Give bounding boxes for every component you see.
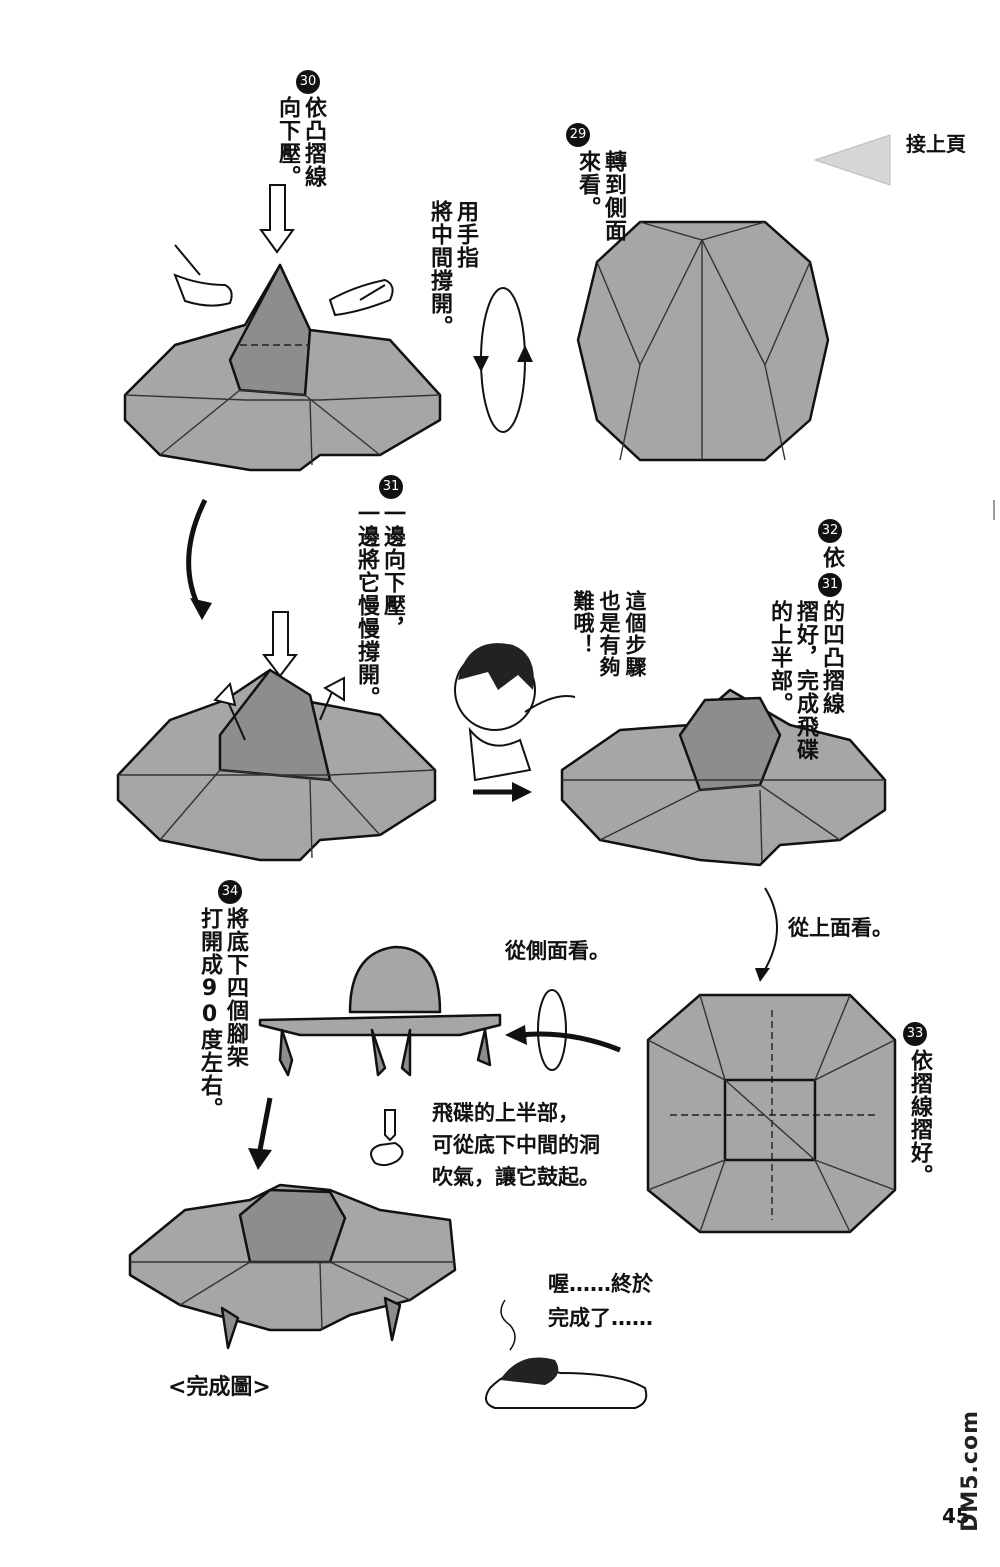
step29-figure xyxy=(576,220,830,462)
step-number-29: 29 xyxy=(566,123,590,147)
step31-figure xyxy=(116,611,437,862)
final-figure xyxy=(128,1183,457,1350)
step30-figure xyxy=(123,184,442,472)
rotate-arrow-icon xyxy=(473,287,533,433)
step29-caption: 29 xyxy=(566,123,590,150)
step32-text-b: 的凹凸摺線 摺好，完成飛碟 的上半部。 xyxy=(767,600,844,761)
continue-arrow-icon xyxy=(813,134,891,186)
step-number-31: 31 xyxy=(379,475,403,499)
view-from-top-note: 從上面看。 xyxy=(788,916,893,940)
step29-text: 轉到側面 來看。 xyxy=(575,150,626,242)
step-number-31-ref: 31 xyxy=(818,573,842,597)
view-from-side-note: 從側面看。 xyxy=(505,939,610,963)
curve-arrow-icon xyxy=(186,498,208,612)
curve-arrowhead-icon xyxy=(190,598,212,620)
page-number: 45 xyxy=(942,1504,970,1528)
step-number-33: 33 xyxy=(903,1022,927,1046)
tired-character xyxy=(485,1299,648,1409)
blow-tip-line1: 飛碟的上半部， xyxy=(432,1101,579,1125)
step-number-34: 34 xyxy=(218,880,242,904)
tired-line1: 喔……終於 xyxy=(548,1272,653,1296)
blow-tip-line3: 吹氣，讓它鼓起。 xyxy=(432,1165,600,1189)
step32-figure xyxy=(560,688,887,867)
step30-note: 用手指 將中間撐開。 xyxy=(427,200,478,338)
step34-figure xyxy=(258,945,502,1167)
finished-caption: <完成圖> xyxy=(168,1375,271,1400)
tired-line2: 完成了…… xyxy=(548,1306,653,1330)
site-watermark: DM5.com xyxy=(958,1410,983,1532)
boy-character xyxy=(454,643,576,782)
step33-text: 依摺線摺好。 xyxy=(907,1049,932,1187)
blow-tip-line2: 可從底下中間的洞 xyxy=(432,1133,600,1157)
step30-text: 依凸摺線 向下壓。 xyxy=(275,96,326,188)
step-number-32: 32 xyxy=(818,519,842,543)
step34-text: 將底下四個腳架 打開成90度左右。 xyxy=(197,907,248,1120)
step-number-30: 30 xyxy=(296,70,320,94)
character-speech: 這個步驟 也是有夠 難哦！ xyxy=(571,590,647,678)
step33-figure xyxy=(646,993,897,1234)
step31-text: 一邊向下壓， 一邊將它慢慢撐開。 xyxy=(354,502,405,709)
continue-label: 接上頁 xyxy=(906,132,966,156)
step32-text-a: 依 xyxy=(819,546,844,569)
